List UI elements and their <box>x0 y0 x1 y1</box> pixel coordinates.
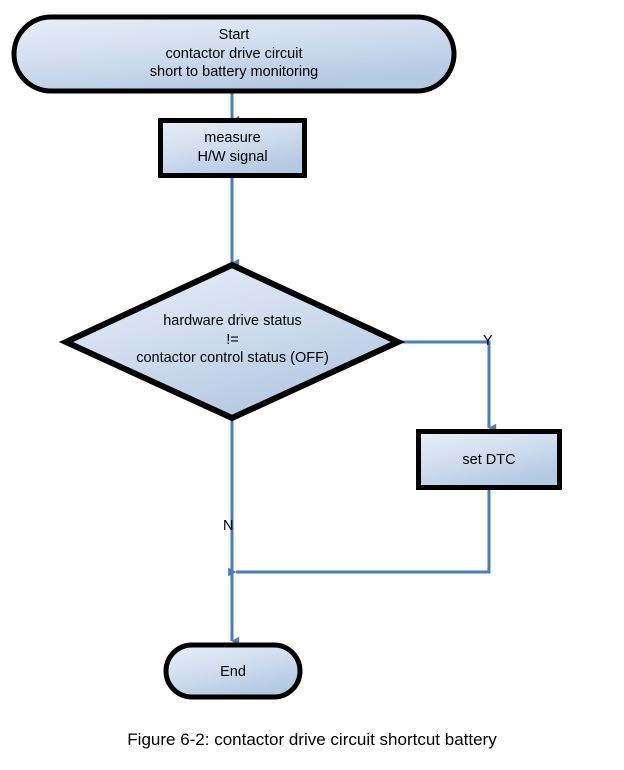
edge-setdtc-to-merge <box>228 490 491 577</box>
node-end[interactable] <box>163 642 303 700</box>
node-decision[interactable] <box>58 261 406 422</box>
node-measure[interactable] <box>158 118 307 178</box>
figure-caption: Figure 6-2: contactor drive circuit shor… <box>127 730 497 749</box>
node-start[interactable] <box>11 14 457 94</box>
edge-decision-yes-to-setdtc <box>402 340 497 433</box>
connector-group <box>228 92 497 646</box>
node-set-dtc[interactable] <box>416 429 562 490</box>
